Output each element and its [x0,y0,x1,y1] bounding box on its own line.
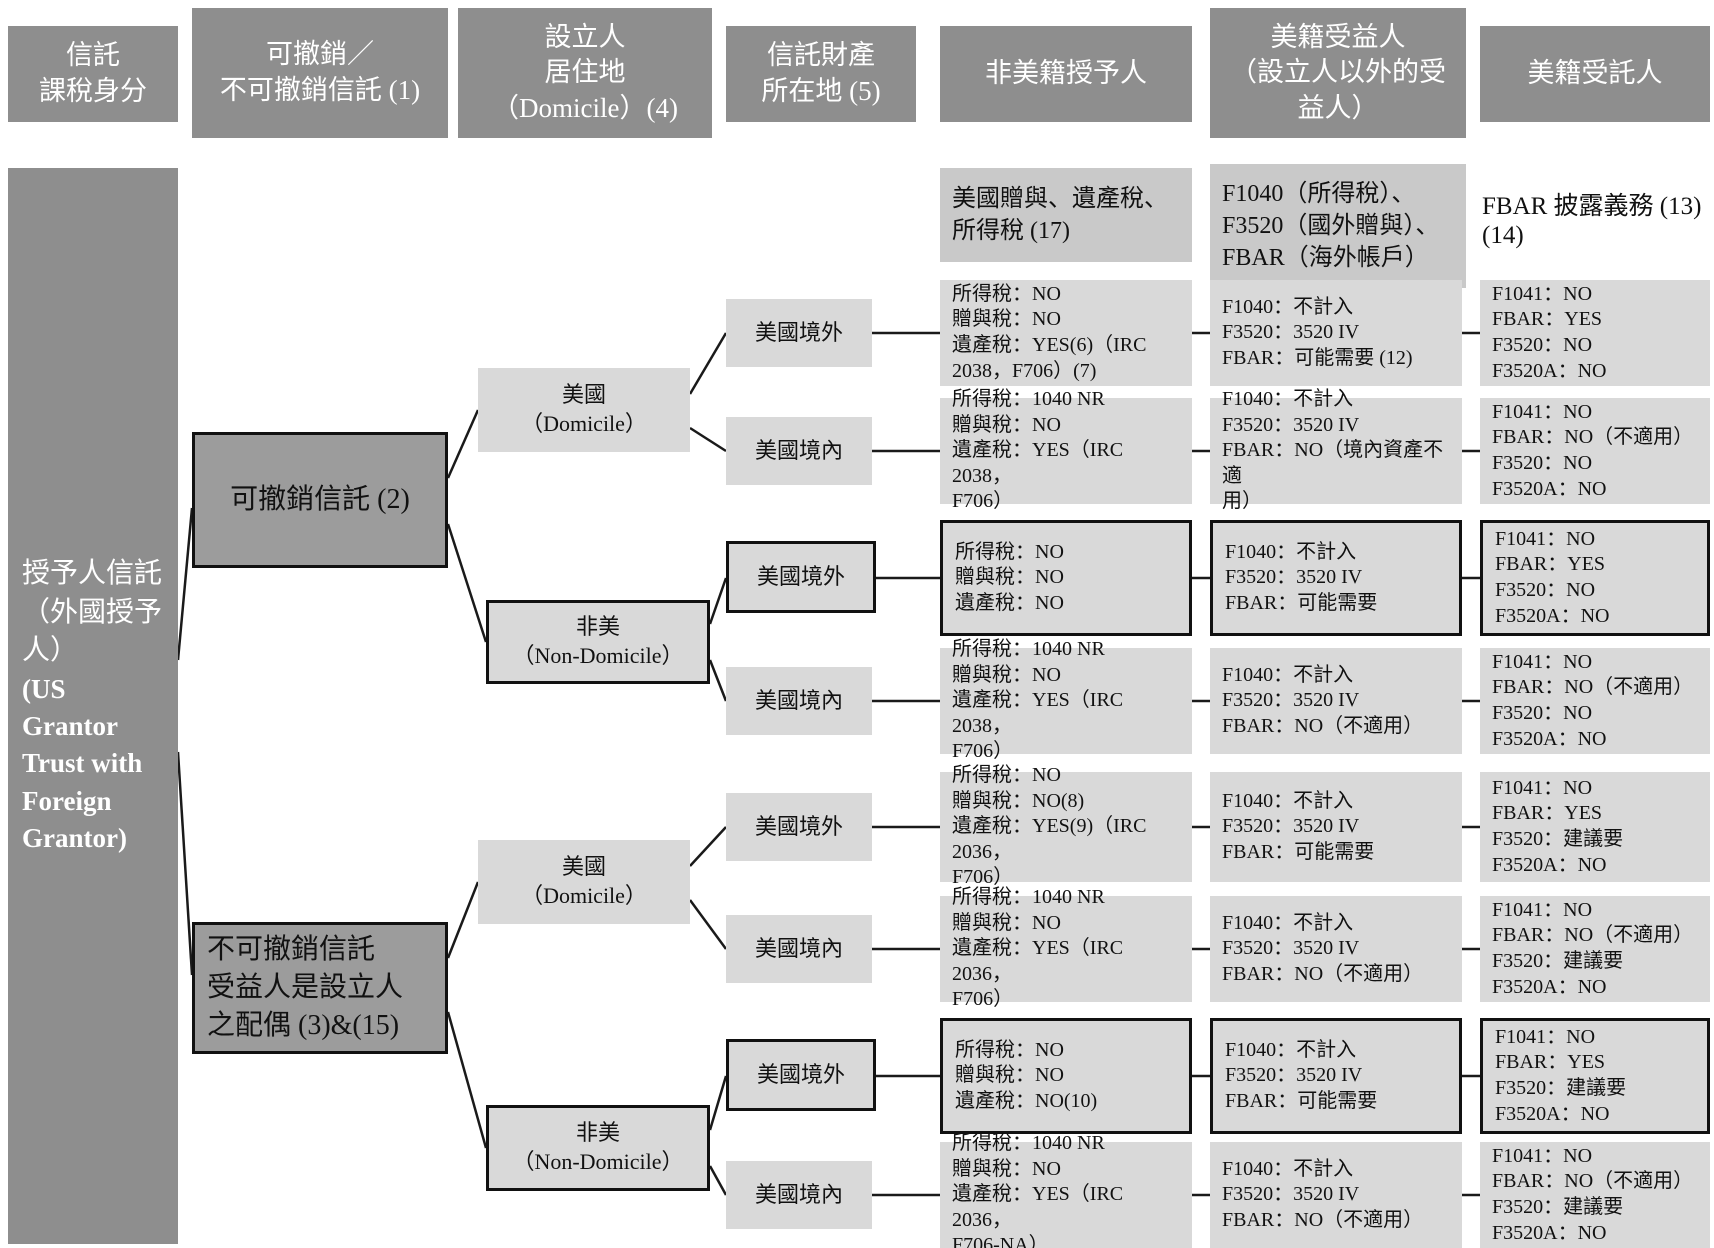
header-non-us-grantor: 非美籍授予人 [940,26,1192,122]
trustee-filing-cell: F1041：NO FBAR：YES F3520：建議要 F3520A：NO [1480,1018,1710,1134]
domicile-us-node-1: 美國 （Domicile） [478,368,690,452]
trustee-filing-cell: F1041：NO FBAR：NO（不適用） F3520：NO F3520A：NO [1480,398,1710,504]
header-revocable-irrevocable: 可撤銷／ 不可撤銷信託 (1) [192,8,448,138]
trust-type-revocable-node: 可撤銷信託 (2) [192,432,448,568]
grantor-tax-cell: 所得稅：NO 贈與稅：NO 遺產稅：NO [940,520,1192,636]
root-label-zh: 授予人信託 （外國授予 人） [22,557,163,667]
grantor-tax-cell: 所得稅：NO 贈與稅：NO(8) 遺產稅：YES(9)（IRC 2036， F7… [940,764,1192,888]
grantor-tax-cell: 所得稅：1040 NR 贈與稅：NO 遺產稅：YES（IRC 2038， F70… [940,638,1192,762]
beneficiary-filing-cell: F1040：不計入 F3520：3520 IV FBAR：NO（境內資產不適 用… [1210,388,1462,512]
beneficiary-filing-cell: F1040：不計入 F3520：3520 IV FBAR：可能需要 [1210,1018,1462,1134]
situs-outside-us-2: 美國境外 [726,541,876,613]
header-trust-property-situs: 信託財產 所在地 (5) [726,26,916,122]
beneficiary-filing-cell: F1040：不計入 F3520：3520 IV FBAR：可能需要 [1210,520,1462,636]
header-trust-tax-status: 信託 課稅身分 [8,26,178,122]
grantor-tax-cell: 所得稅：1040 NR 贈與稅：NO 遺產稅：YES（IRC 2036， F70… [940,1132,1192,1248]
beneficiary-filing-cell: F1040：不計入 F3520：3520 IV FBAR：NO（不適用） [1210,648,1462,754]
situs-outside-us-1: 美國境外 [726,299,872,367]
trustee-filing-cell: F1041：NO FBAR：YES F3520：NO F3520A：NO [1480,280,1710,386]
trustee-filing-cell: F1041：NO FBAR：YES F3520：建議要 F3520A：NO [1480,772,1710,882]
situs-inside-us-1: 美國境內 [726,417,872,485]
grantor-tax-cell: 所得稅：1040 NR 贈與稅：NO 遺產稅：YES（IRC 2036， F70… [940,886,1192,1010]
trustee-filing-cell: F1041：NO FBAR：NO（不適用） F3520：建議要 F3520A：N… [1480,1142,1710,1248]
subheader-fbar-disclosure: FBAR 披露義務 (13)(14) [1482,193,1702,249]
situs-outside-us-3: 美國境外 [726,793,872,861]
root-label-en: (US Grantor Trust with Foreign Grantor) [22,673,143,853]
situs-outside-us-4: 美國境外 [726,1039,876,1111]
beneficiary-filing-cell: F1040：不計入 F3520：3520 IV FBAR：可能需要 [1210,772,1462,882]
trust-type-irrevocable-spouse-node: 不可撤銷信託 受益人是設立人 之配偶 (3)&(15) [192,922,448,1054]
beneficiary-filing-cell: F1040：不計入 F3520：3520 IV FBAR：可能需要 (12) [1210,280,1462,386]
grantor-tax-cell: 所得稅：1040 NR 贈與稅：NO 遺產稅：YES（IRC 2038， F70… [940,388,1192,512]
trustee-filing-cell: F1041：NO FBAR：YES F3520：NO F3520A：NO [1480,520,1710,636]
domicile-non-us-node-1: 非美 （Non-Domicile） [486,600,710,684]
trustee-filing-cell: F1041：NO FBAR：NO（不適用） F3520：NO F3520A：NO [1480,648,1710,754]
header-settlor-domicile: 設立人 居住地 （Domicile）(4) [458,8,712,138]
root-trust-node: 授予人信託 （外國授予 人） (US Grantor Trust with Fo… [8,168,178,1244]
situs-inside-us-2: 美國境內 [726,667,872,735]
grantor-tax-cell: 所得稅：NO 贈與稅：NO 遺產稅：YES(6)（IRC 2038，F706）(… [940,280,1192,386]
situs-inside-us-4: 美國境內 [726,1161,872,1229]
grantor-tax-cell: 所得稅：NO 贈與稅：NO 遺產稅：NO(10) [940,1018,1192,1134]
domicile-us-node-2: 美國 （Domicile） [478,840,690,924]
connector-line-group [176,331,1480,1197]
domicile-non-us-node-2: 非美 （Non-Domicile） [486,1105,710,1191]
subheader-us-gift-estate-income-tax: 美國贈與、遺產稅、 所得稅 (17) [940,168,1192,262]
beneficiary-filing-cell: F1040：不計入 F3520：3520 IV FBAR：NO（不適用） [1210,896,1462,1002]
header-us-trustee: 美籍受託人 [1480,26,1710,122]
beneficiary-filing-cell: F1040：不計入 F3520：3520 IV FBAR：NO（不適用） [1210,1142,1462,1248]
header-us-beneficiary: 美籍受益人 （設立人以外的受 益人） [1210,8,1466,138]
trustee-filing-cell: F1041：NO FBAR：NO（不適用） F3520：建議要 F3520A：N… [1480,896,1710,1002]
subheader-beneficiary-forms: F1040（所得稅）、 F3520（國外贈與）、 FBAR（海外帳戶） [1210,164,1466,288]
situs-inside-us-3: 美國境內 [726,915,872,983]
